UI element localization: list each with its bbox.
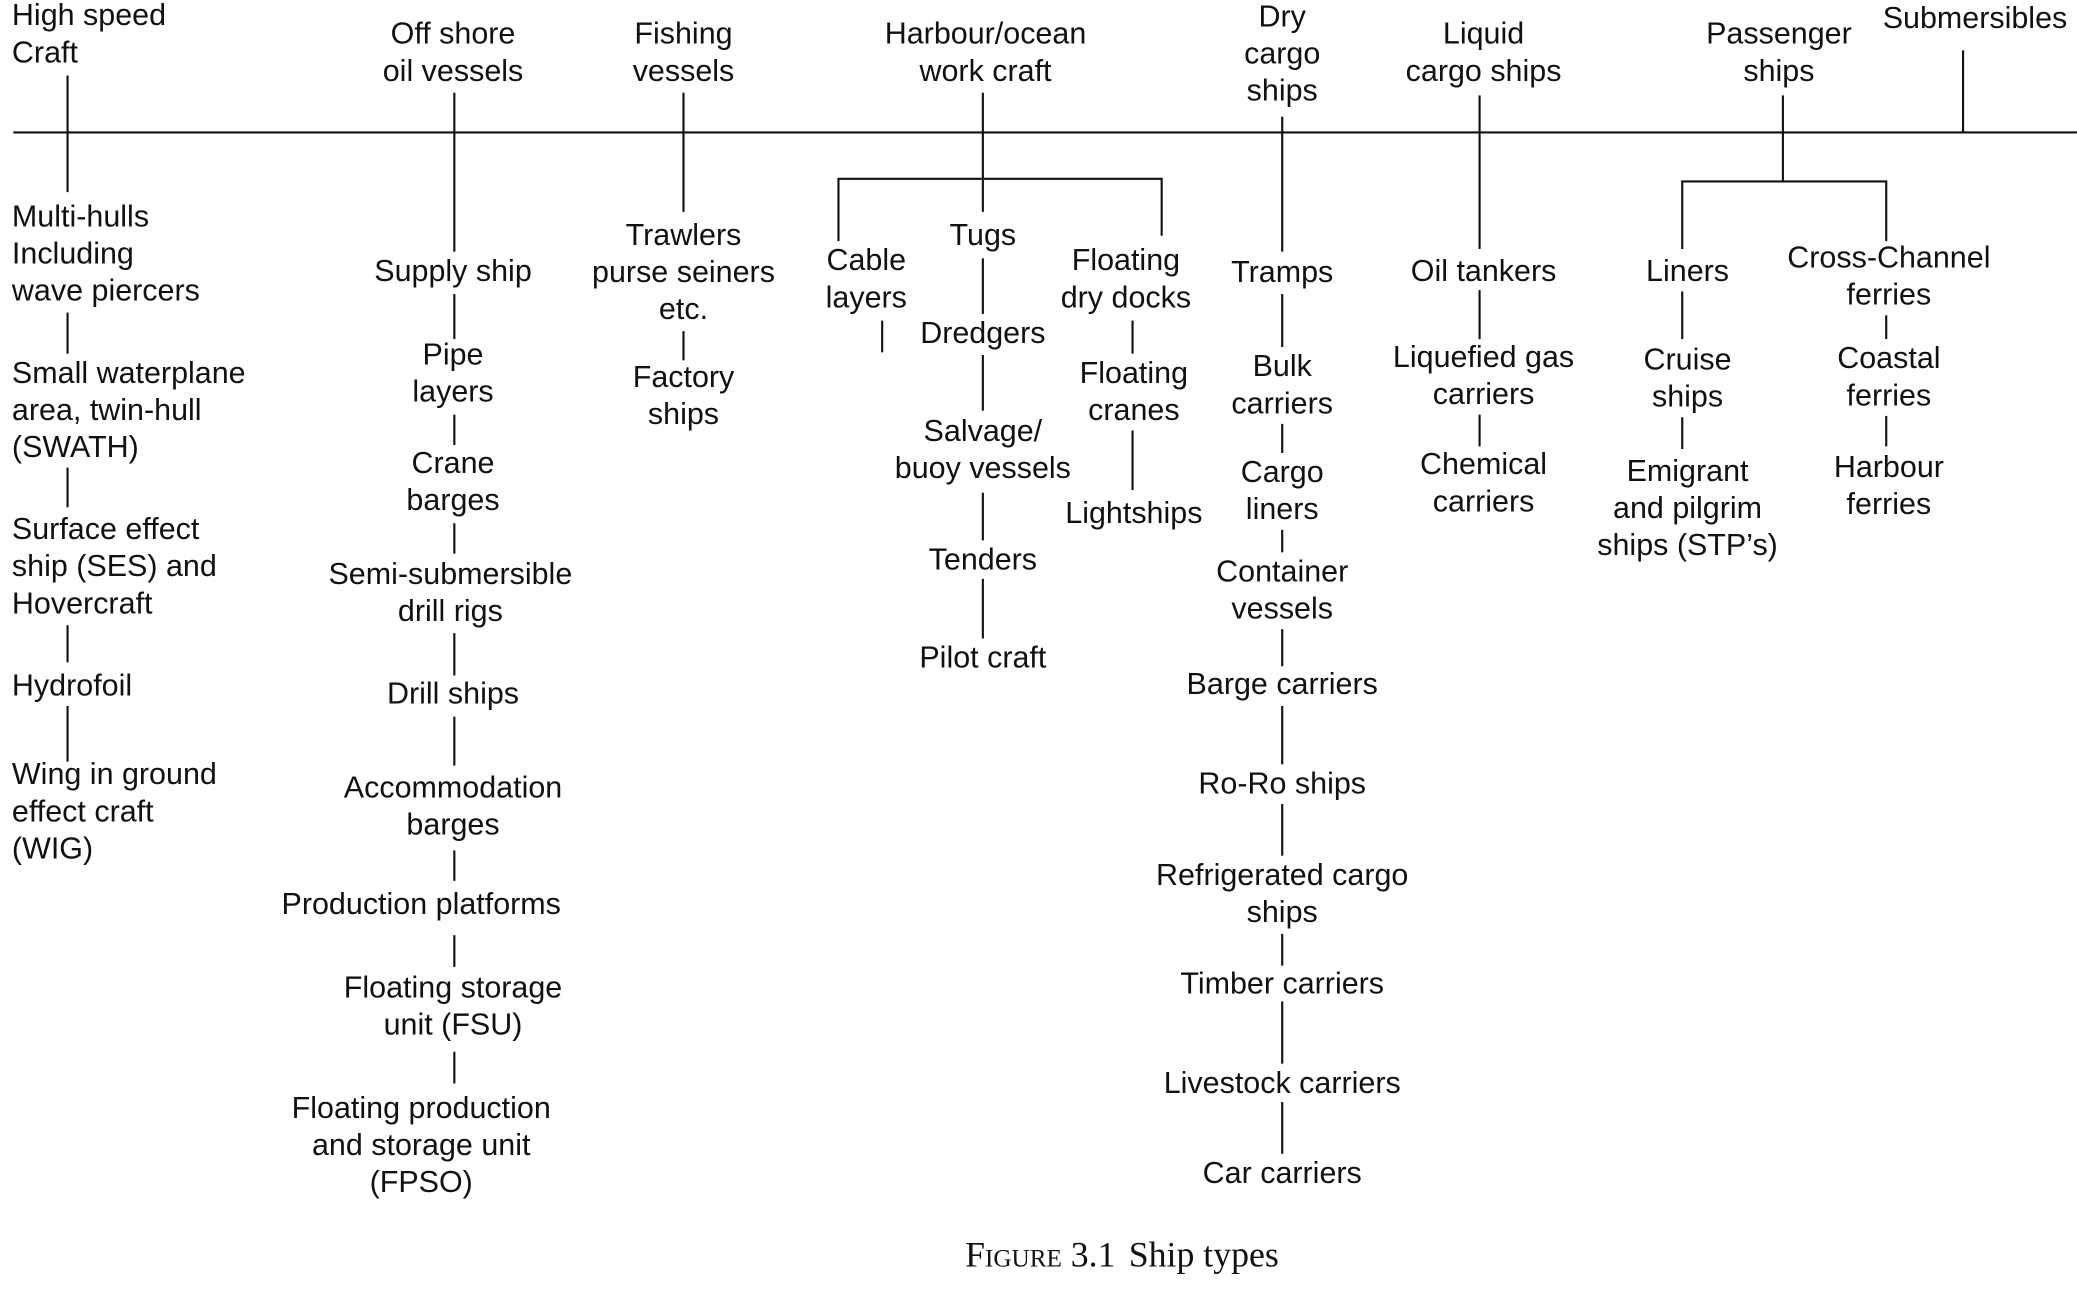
category-submersibles: Submersibles (1882, 0, 2068, 35)
figure-caption: Figure 3.1 Ship types (965, 1235, 1279, 1276)
node-lightships: Lightships (1065, 495, 1203, 530)
node-cruise-ships: Cruise ships (1643, 341, 1732, 414)
node-ro-ro-ships: Ro-Ro ships (1198, 765, 1367, 801)
node-supply-ship: Supply ship (374, 252, 532, 288)
node-pipe-layers: Pipe layers (412, 336, 494, 408)
node-multi-hulls: Multi-hulls Including wave piercers (11, 198, 200, 308)
node-factory-ships: Factory ships (632, 358, 735, 431)
node-tenders: Tenders (928, 541, 1038, 577)
node-container-vessels: Container vessels (1216, 553, 1349, 626)
node-salvage-buoy-vessels: Salvage/ buoy vessels (894, 413, 1071, 485)
node-hydrofoil: Hydrofoil (11, 667, 133, 703)
node-emigrant-pilgrim-ships: Emigrant and pilgrim ships (STP’s) (1597, 453, 1778, 562)
node-tramps: Tramps (1231, 254, 1334, 289)
node-semi-submersible: Semi-submersible drill rigs (328, 556, 573, 628)
node-bulk-carriers: Bulk carriers (1231, 348, 1333, 420)
passenger-bracket (1681, 180, 1888, 250)
node-harbour-ferries: Harbour ferries (1833, 449, 1944, 521)
category-dry-cargo-ships: Dry cargo ships (1244, 0, 1321, 108)
node-dredgers: Dredgers (920, 315, 1046, 350)
category-fishing-vessels: Fishing vessels (632, 15, 735, 88)
node-swath: Small waterplane area, twin-hull (SWATH) (11, 354, 246, 464)
node-coastal-ferries: Coastal ferries (1837, 340, 1941, 412)
figure-number: Figure 3.1 (965, 1234, 1116, 1275)
node-surface-effect-ship: Surface effect ship (SES) and Hovercraft (11, 511, 217, 620)
figure-title: Ship types (1128, 1234, 1279, 1275)
category-liquid-cargo-ships: Liquid cargo ships (1405, 15, 1562, 88)
category-high-speed-craft: High speed Craft (11, 0, 167, 69)
node-cable-layers: Cable layers (825, 242, 907, 314)
node-pilot-craft: Pilot craft (919, 639, 1047, 675)
node-trawlers: Trawlers purse seiners etc. (592, 217, 775, 326)
node-tugs: Tugs (949, 217, 1017, 252)
node-drill-ships: Drill ships (386, 675, 520, 710)
node-fpso: Floating production and storage unit (FP… (291, 1090, 551, 1199)
category-offshore-oil-vessels: Off shore oil vessels (382, 15, 524, 88)
node-livestock-carriers: Livestock carriers (1163, 1064, 1401, 1100)
node-liners: Liners (1646, 252, 1730, 288)
category-harbour-ocean-work-craft: Harbour/ocean work craft (884, 15, 1087, 88)
node-floating-cranes: Floating cranes (1079, 354, 1189, 427)
node-refrigerated-cargo-ships: Refrigerated cargo ships (1156, 857, 1409, 929)
node-chemical-carriers: Chemical carriers (1420, 446, 1548, 518)
node-cargo-liners: Cargo liners (1240, 454, 1324, 526)
node-crane-barges: Crane barges (406, 445, 500, 517)
node-wig: Wing in ground effect craft (WIG) (11, 756, 217, 865)
node-liquefied-gas-carriers: Liquefied gas carriers (1392, 339, 1575, 411)
category-passenger-ships: Passenger ships (1706, 15, 1852, 88)
node-timber-carriers: Timber carriers (1180, 965, 1385, 1001)
node-accommodation-barges: Accommodation barges (343, 769, 563, 842)
node-cross-channel-ferries: Cross-Channel ferries (1787, 239, 1991, 312)
node-car-carriers: Car carriers (1202, 1155, 1362, 1190)
node-production-platforms: Production platforms (281, 886, 561, 921)
harbour-bracket (837, 177, 1163, 242)
node-floating-dry-docks: Floating dry docks (1060, 242, 1192, 314)
node-oil-tankers: Oil tankers (1410, 252, 1557, 288)
node-barge-carriers: Barge carriers (1186, 666, 1378, 701)
node-fsu: Floating storage unit (FSU) (343, 969, 563, 1042)
